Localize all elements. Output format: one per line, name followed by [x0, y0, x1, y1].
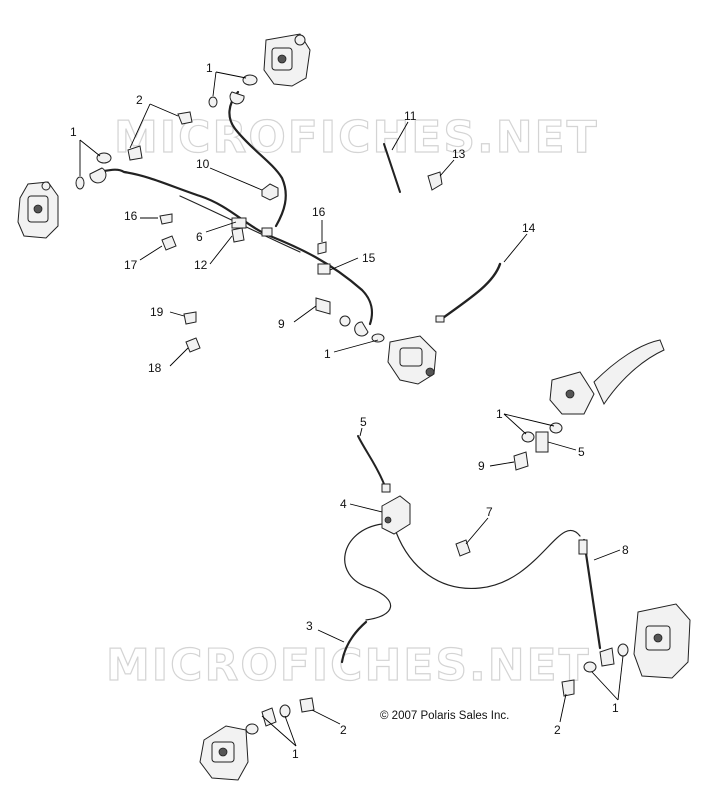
watermark-bottom: MICROFICHES.NET: [106, 640, 591, 691]
fitting-5b: [535, 431, 549, 453]
washers: [75, 74, 629, 735]
callout-12: 12: [194, 258, 208, 272]
front-left-caliper: [17, 181, 59, 239]
washer-1k: [583, 661, 597, 673]
copyright-notice: © 2007 Polaris Sales Inc.: [380, 710, 509, 722]
callout-9: 9: [278, 317, 285, 331]
washer-1l: [617, 643, 629, 657]
bolt-2d: [561, 679, 575, 697]
bolt-9a: [315, 297, 331, 315]
front-right-caliper: [263, 33, 311, 87]
callout-1: 1: [70, 125, 77, 139]
bolt-2b: [127, 145, 143, 161]
clip-18: [185, 337, 201, 353]
clip-17: [161, 235, 177, 251]
hand-brake-lever: [549, 339, 665, 415]
bolt-16b: [317, 241, 327, 255]
callout-6: 6: [196, 230, 203, 244]
callout-18: 18: [148, 361, 162, 375]
callout-16: 16: [124, 209, 138, 223]
nut-10: [261, 183, 279, 201]
callout-labels: 1 2 1 10 6 16 17 12 16 15 11 13 14 9 1 1…: [70, 61, 629, 761]
callout-1: 1: [206, 61, 213, 75]
washer-1f: [371, 333, 385, 343]
rear-right-caliper: [599, 603, 691, 679]
callout-7: 7: [486, 505, 493, 519]
callout-1: 1: [496, 407, 503, 421]
washer-1g: [521, 431, 535, 443]
leader-lines: [79, 71, 624, 747]
washer-1i: [245, 723, 259, 735]
washer-1a: [208, 96, 218, 108]
bolt-16a: [159, 213, 173, 225]
washer-1e: [339, 315, 351, 327]
washer-1h: [549, 422, 563, 434]
bolt-2c: [299, 697, 315, 713]
callout-19: 19: [150, 305, 164, 319]
callout-5: 5: [578, 445, 585, 459]
callout-8: 8: [622, 543, 629, 557]
callout-2: 2: [554, 723, 561, 737]
callout-16: 16: [312, 205, 326, 219]
callout-1: 1: [324, 347, 331, 361]
callout-2: 2: [136, 93, 143, 107]
distribution-block: [381, 495, 411, 535]
callout-11: 11: [404, 109, 417, 123]
washer-1d: [96, 152, 112, 164]
rear-left-caliper: [199, 707, 277, 781]
rear-brake-lines: [340, 435, 602, 664]
fasteners: [127, 111, 575, 713]
hose-assemblies: [383, 143, 502, 323]
master-cylinder: [387, 335, 437, 385]
callout-3: 3: [306, 619, 313, 633]
bolt-9b: [513, 451, 529, 471]
washer-1c: [75, 176, 85, 190]
callout-2: 2: [340, 723, 347, 737]
callout-17: 17: [124, 258, 138, 272]
callout-10: 10: [196, 157, 210, 171]
callout-13: 13: [452, 147, 466, 161]
watermark-top: MICROFICHES.NET: [114, 112, 599, 163]
bolt-2a: [177, 111, 193, 125]
callout-15: 15: [362, 251, 376, 265]
washer-1j: [279, 704, 291, 718]
clip-13: [427, 171, 443, 191]
callout-9: 9: [478, 459, 485, 473]
callout-1: 1: [612, 701, 619, 715]
callout-1: 1: [292, 747, 299, 761]
washer-1b: [242, 74, 258, 86]
callout-4: 4: [340, 497, 347, 511]
bolt-19: [183, 311, 197, 325]
callout-14: 14: [522, 221, 536, 235]
bolt-12: [231, 227, 245, 243]
callout-5: 5: [360, 415, 367, 429]
